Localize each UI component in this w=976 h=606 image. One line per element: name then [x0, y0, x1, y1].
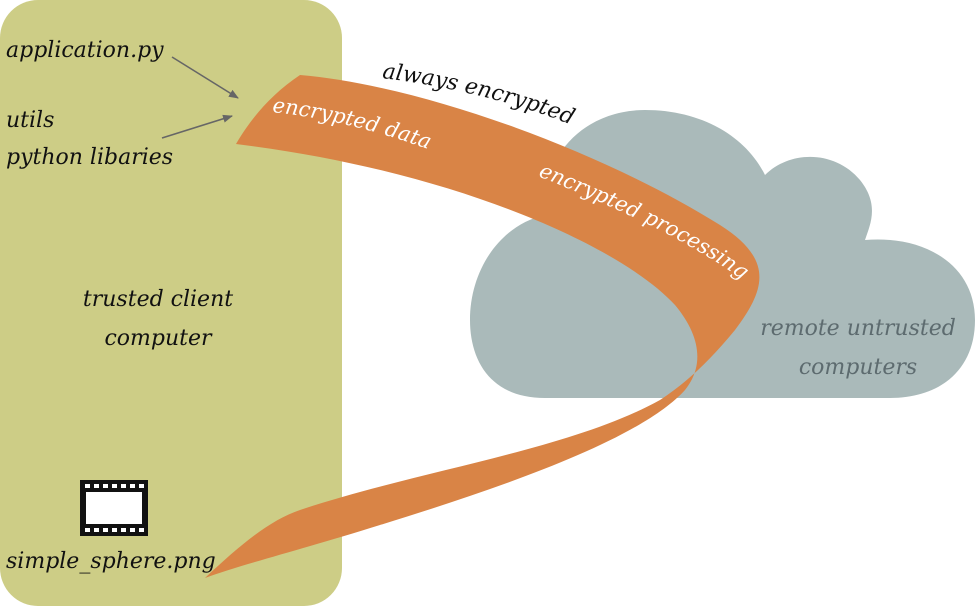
file-arrow-application	[171, 56, 239, 99]
film-strip-icon	[80, 480, 148, 536]
remote-title-line-1: remote untrusted	[760, 316, 956, 341]
file-output: simple_sphere.png	[6, 549, 216, 574]
trusted-client-title-line-2: computer	[104, 326, 213, 351]
file-utils: utils	[6, 108, 54, 133]
file-arrow-libraries	[161, 114, 233, 139]
trusted-client-title-line-1: trusted client	[83, 287, 233, 312]
file-python-libraries: python libaries	[6, 145, 173, 170]
remote-title-line-2: computers	[799, 355, 917, 380]
trusted-client-panel	[0, 0, 342, 606]
encrypted-band	[205, 75, 760, 578]
file-application: application.py	[6, 38, 164, 63]
